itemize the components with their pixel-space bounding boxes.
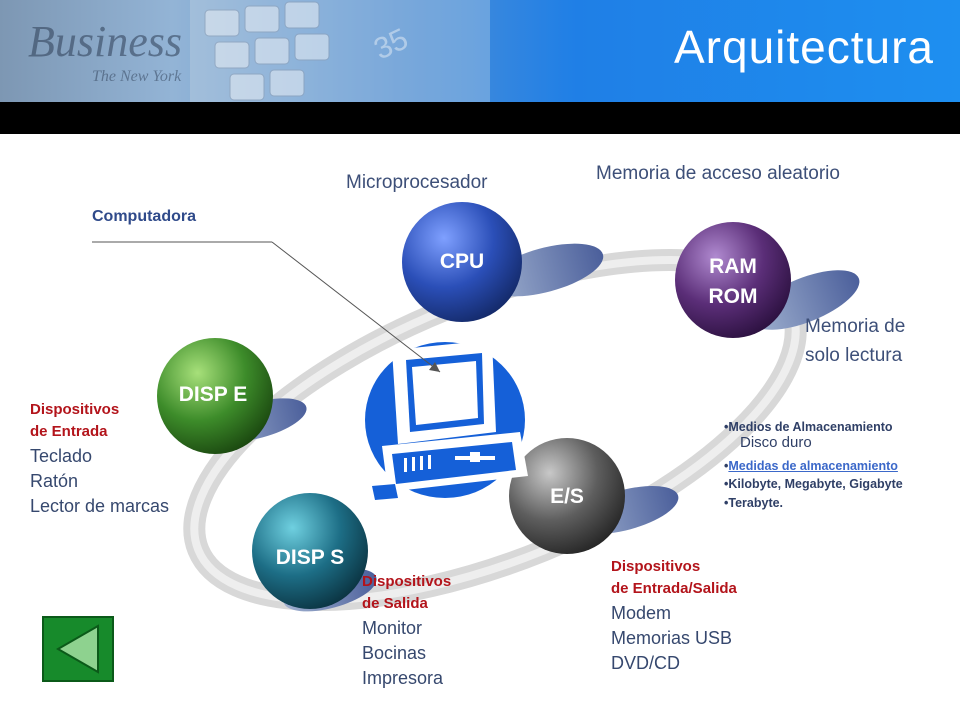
entrada-item: Lector de marcas [30, 496, 170, 516]
entrada-item: Ratón [30, 471, 79, 491]
salida-item: Bocinas [362, 643, 427, 663]
es-item: Modem [611, 603, 672, 623]
entrada-title-1: Dispositivos [30, 401, 120, 418]
header-black-bar [0, 102, 960, 134]
computadora-pointer-arrow [429, 362, 440, 372]
es-label: E/S [550, 485, 584, 508]
rom-description-line1: Memoria de [805, 316, 906, 337]
salida-title-2: de Salida [362, 595, 428, 612]
rom-label: ROM [708, 285, 758, 308]
entrada-item: Teclado [30, 446, 93, 466]
storage-item-4: •Terabyte. [724, 496, 784, 510]
medidas-almacenamiento-link[interactable]: Medidas de almacenamiento [728, 459, 898, 473]
storage-item-1-sub: Disco duro [740, 434, 812, 451]
es-title-2: de Entrada/Salida [611, 580, 737, 597]
es-item: DVD/CD [611, 653, 681, 673]
disp-e-label: DISP E [178, 383, 248, 406]
storage-item-1: •Medios de Almacenamiento [724, 420, 893, 434]
salida-title-1: Dispositivos [362, 573, 452, 590]
salida-item: Impresora [362, 668, 444, 688]
header-bg-subtext: The New York [92, 68, 182, 85]
storage-item-2: •Medidas de almacenamiento [724, 457, 898, 475]
disp-s-label: DISP S [275, 546, 345, 569]
es-node [509, 438, 625, 554]
disp-e-node [157, 338, 273, 454]
storage-item-3: •Kilobyte, Megabyte, Gigabyte [724, 477, 903, 491]
computer-icon [365, 340, 528, 500]
rom-description-line2: solo lectura [805, 345, 903, 366]
computadora-pointer-line [271, 241, 441, 373]
salida-item: Monitor [362, 618, 423, 638]
page-title: Arquitectura [673, 21, 934, 73]
ram-label: RAM [709, 255, 757, 278]
cpu-node [402, 202, 522, 322]
disp-s-node [252, 493, 368, 609]
header-background-graphic: 35 [190, 0, 490, 102]
back-arrow-icon [55, 624, 99, 674]
ram-rom-node [675, 222, 791, 338]
ram-description: Memoria de acceso aleatorio [596, 163, 840, 184]
back-button[interactable] [42, 616, 114, 682]
entrada-title-2: de Entrada [30, 423, 108, 440]
header-bg-text: Business [28, 17, 182, 66]
es-item: Memorias USB [611, 628, 733, 648]
cpu-label: CPU [439, 250, 485, 273]
microprocesador-label: Microprocesador [346, 172, 488, 193]
computadora-label: Computadora [92, 208, 196, 225]
es-title-1: Dispositivos [611, 558, 701, 575]
header-banner: 35 Business The New York Arquitectura [0, 0, 960, 102]
storage-item-2-bullet: • [724, 459, 729, 473]
